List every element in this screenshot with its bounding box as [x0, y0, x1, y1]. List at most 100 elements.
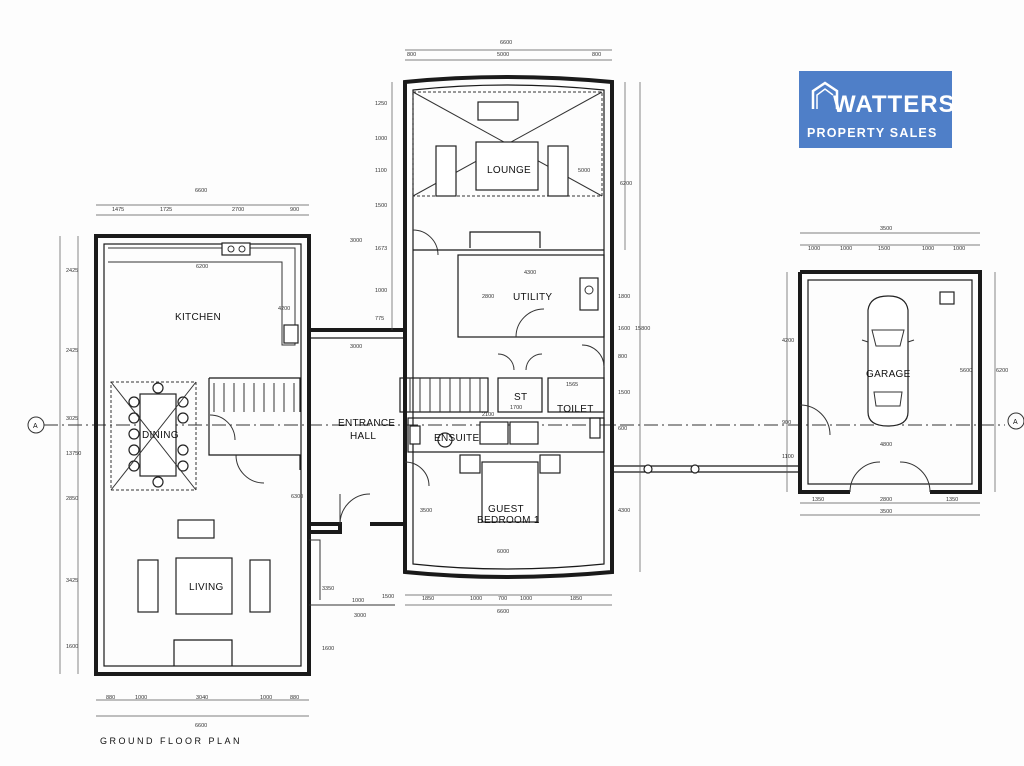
- garage: [798, 270, 982, 494]
- dim-text: 4300: [618, 508, 630, 514]
- dim-text: 6600: [195, 188, 207, 194]
- dim-text: 900: [782, 420, 791, 426]
- dim-text: 1500: [375, 203, 387, 209]
- section-label-left: A: [33, 423, 38, 430]
- house-icon: [811, 81, 839, 109]
- section-marker-left: [27, 416, 45, 434]
- dim-text: 3000: [350, 344, 362, 350]
- dim-text: 4300: [524, 270, 536, 276]
- dim-text: 3500: [880, 226, 892, 232]
- dim-text: 3500: [420, 508, 432, 514]
- section-label-right: A: [1013, 419, 1018, 426]
- car-icon: [861, 295, 915, 427]
- dimension-texts: 6600 800 5000 800 6200 15800 1250 1000 1…: [66, 40, 1008, 729]
- dim-text: 2800: [880, 497, 892, 503]
- ensuite-wc-icon: [437, 432, 453, 448]
- dim-text: 2800: [482, 294, 494, 300]
- dim-text: 1350: [812, 497, 824, 503]
- dim-text: 6300: [291, 494, 303, 500]
- dim-text: 1700: [510, 405, 522, 411]
- room-label-bedroom: BEDROOM 1: [477, 515, 540, 526]
- ensuite-basin-icon: [479, 421, 509, 445]
- living-furniture-icon: [137, 519, 271, 666]
- dim-text: 6600: [195, 723, 207, 729]
- dim-text: 1000: [808, 246, 820, 252]
- room-label-utility: UTILITY: [513, 292, 552, 303]
- dim-text: 1000: [260, 695, 272, 701]
- dimension-lines: [59, 49, 996, 717]
- dining-table-icon: [110, 381, 197, 491]
- dim-text: 1100: [375, 168, 387, 174]
- dim-text: 2850: [66, 496, 78, 502]
- dim-text: 4800: [880, 442, 892, 448]
- room-label-dining: DINING: [142, 430, 179, 441]
- dim-text: 6600: [500, 40, 512, 46]
- dim-text: 1000: [135, 695, 147, 701]
- plan-title: GROUND FLOOR PLAN: [100, 736, 242, 746]
- dim-text: 1800: [618, 294, 630, 300]
- dim-text: 800: [618, 354, 627, 360]
- dim-text: 15800: [635, 326, 650, 332]
- room-label-ensuite: ENSUITE: [434, 433, 479, 444]
- dim-text: 800: [407, 52, 416, 58]
- dim-text: 3500: [880, 509, 892, 515]
- dim-text: 3025: [66, 416, 78, 422]
- dim-text: 1565: [566, 382, 578, 388]
- room-labels: LOUNGE KITCHEN UTILITY DINING ENTRANCE H…: [142, 165, 910, 593]
- guest-bed-icon: [481, 461, 539, 523]
- dim-text: 1500: [382, 594, 394, 600]
- room-label-toilet: TOILET: [557, 404, 594, 415]
- dim-text: 1500: [618, 390, 630, 396]
- dim-text: 1850: [570, 596, 582, 602]
- room-label-entrance: ENTRANCE: [338, 418, 395, 429]
- dim-text: 1600: [66, 644, 78, 650]
- hob-icon: [283, 324, 299, 344]
- dim-text: 1000: [352, 598, 364, 604]
- brand-tagline: PROPERTY SALES: [807, 126, 938, 140]
- right-wing: [403, 75, 614, 579]
- dim-text: 3000: [354, 613, 366, 619]
- dim-text: 6200: [196, 264, 208, 270]
- room-label-hall: HALL: [350, 431, 376, 442]
- dim-text: 600: [618, 426, 627, 432]
- dim-text: 880: [290, 695, 299, 701]
- section-marker-right: [1007, 412, 1024, 430]
- brand-name: WATTERS: [833, 91, 956, 118]
- dim-text: 4200: [278, 306, 290, 312]
- dim-text: 2700: [232, 207, 244, 213]
- dim-text: 3350: [322, 586, 334, 592]
- dim-text: 700: [498, 596, 507, 602]
- dim-text: 5000: [497, 52, 509, 58]
- garage-link: [612, 464, 800, 474]
- dim-text: 1475: [112, 207, 124, 213]
- dim-text: 1000: [953, 246, 965, 252]
- room-label-living: LIVING: [189, 582, 224, 593]
- room-label-guest: GUEST: [488, 504, 524, 515]
- dim-text: 6000: [497, 549, 509, 555]
- entrance-link: [308, 328, 489, 674]
- dim-text: 800: [592, 52, 601, 58]
- ensuite-basin-icon-2: [509, 421, 539, 445]
- dim-text: 1350: [946, 497, 958, 503]
- left-wing: [94, 234, 311, 676]
- dim-text: 1600: [618, 326, 630, 332]
- dim-text: 1000: [470, 596, 482, 602]
- room-label-kitchen: KITCHEN: [175, 312, 221, 323]
- dim-text: 6200: [996, 368, 1008, 374]
- dim-text: 775: [375, 316, 384, 322]
- kitchen-sink-icon: [221, 242, 251, 256]
- dim-text: 3425: [66, 578, 78, 584]
- dim-text: 3000: [350, 238, 362, 244]
- dim-text: 5600: [960, 368, 972, 374]
- dim-text: 6200: [620, 181, 632, 187]
- dim-text: 1850: [422, 596, 434, 602]
- dim-text: 5000: [578, 168, 590, 174]
- room-label-st: ST: [514, 392, 527, 403]
- dim-text: 1250: [375, 101, 387, 107]
- room-label-lounge: LOUNGE: [487, 165, 531, 176]
- dim-text: 1673: [375, 246, 387, 252]
- dim-text: 880: [106, 695, 115, 701]
- dim-text: 2425: [66, 348, 78, 354]
- dim-text: 1100: [782, 454, 794, 460]
- dim-text: 1000: [520, 596, 532, 602]
